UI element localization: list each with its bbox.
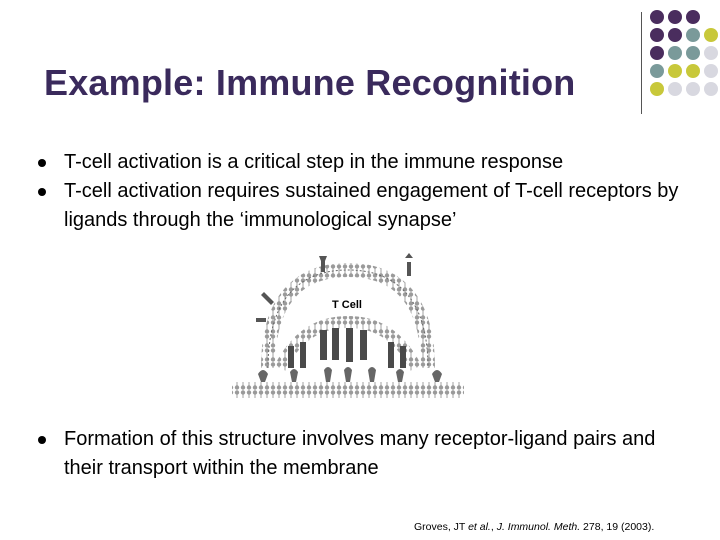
deco-dot bbox=[704, 64, 718, 78]
citation-authors: Groves, JT bbox=[414, 521, 469, 533]
bullet-text: T-cell activation requires sustained eng… bbox=[64, 180, 679, 231]
bullet-list-bottom: Formation of this structure involves man… bbox=[38, 425, 698, 483]
slide-title: Example: Immune Recognition bbox=[44, 62, 576, 103]
deco-dot bbox=[704, 46, 718, 60]
deco-dot bbox=[704, 82, 718, 96]
deco-dot bbox=[650, 82, 664, 96]
bullet-item: T-cell activation requires sustained eng… bbox=[38, 177, 698, 235]
deco-dot bbox=[668, 82, 682, 96]
bullet-marker-icon bbox=[38, 436, 46, 444]
bullet-text: Formation of this structure involves man… bbox=[64, 428, 656, 479]
deco-dot bbox=[686, 46, 700, 60]
citation-details: 278, 19 (2003). bbox=[580, 521, 655, 533]
deco-dot bbox=[668, 10, 682, 24]
deco-dot bbox=[704, 28, 718, 42]
bullet-item: T-cell activation is a critical step in … bbox=[38, 148, 698, 177]
citation-etal: et al. bbox=[468, 521, 491, 533]
t-cell-label: T Cell bbox=[332, 299, 362, 311]
bullet-text: T-cell activation is a critical step in … bbox=[64, 151, 564, 173]
title-divider-line bbox=[641, 12, 642, 114]
deco-dot bbox=[650, 64, 664, 78]
ligands bbox=[258, 367, 442, 382]
surface-receptors bbox=[256, 253, 413, 322]
citation-sep: , bbox=[490, 521, 497, 533]
deco-dot bbox=[686, 64, 700, 78]
deco-dot bbox=[650, 10, 664, 24]
deco-dot bbox=[668, 64, 682, 78]
deco-dot bbox=[686, 82, 700, 96]
bullet-marker-icon bbox=[38, 188, 46, 196]
receptor-ligand-pairs bbox=[288, 328, 406, 368]
citation-journal: J. Immunol. Meth. bbox=[496, 521, 581, 533]
bullet-list-top: T-cell activation is a critical step in … bbox=[38, 148, 698, 235]
supported-bilayer bbox=[232, 382, 464, 398]
deco-dot bbox=[668, 46, 682, 60]
synapse-membrane bbox=[274, 315, 422, 371]
citation: Groves, JT et al., J. Immunol. Meth. 278… bbox=[414, 521, 654, 533]
immunological-synapse-diagram: T Cell bbox=[232, 253, 464, 398]
bullet-item: Formation of this structure involves man… bbox=[38, 425, 698, 483]
deco-dot bbox=[686, 10, 700, 24]
bullet-marker-icon bbox=[38, 159, 46, 167]
deco-dot bbox=[650, 46, 664, 60]
deco-dot bbox=[650, 28, 664, 42]
membrane-outline bbox=[267, 269, 429, 369]
decorative-dot-grid bbox=[648, 8, 720, 108]
deco-dot bbox=[668, 28, 682, 42]
deco-dot bbox=[686, 28, 700, 42]
